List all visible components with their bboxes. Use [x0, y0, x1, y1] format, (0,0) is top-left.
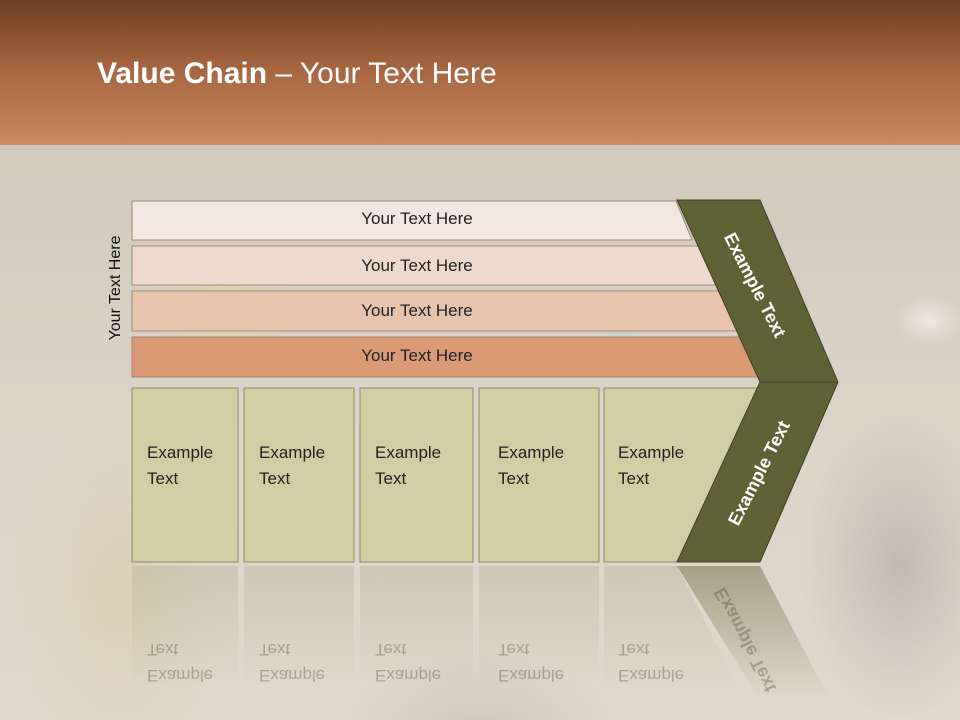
box-reflect-text-5: Example Text	[618, 636, 718, 688]
box-reflect-text-1-span: Example Text	[147, 640, 214, 685]
box-label-1: Example Text	[147, 440, 247, 492]
box-label-5: Example Text	[618, 440, 718, 492]
box-reflection-3	[360, 566, 473, 686]
box-reflection-1	[132, 566, 238, 686]
header-band	[0, 0, 960, 145]
row-label-4: Your Text Here	[361, 346, 473, 365]
box-reflect-text-4: Example Text	[498, 636, 598, 688]
box-reflection-2	[244, 566, 354, 686]
box-reflect-text-4-span: Example Text	[498, 640, 565, 685]
box-reflect-text-5-span: Example Text	[618, 640, 685, 685]
row-shape-1[interactable]	[131, 200, 693, 241]
box-reflect-text-1: Example Text	[147, 636, 247, 688]
slide-title[interactable]: Value Chain – Your Text Here	[97, 56, 497, 92]
title-bold: Value Chain	[97, 57, 268, 90]
box-reflections	[132, 566, 740, 690]
box-shape-3[interactable]	[359, 387, 474, 563]
box-reflect-text-3: Example Text	[375, 636, 475, 688]
box-label-2-text: Example Text	[259, 443, 326, 488]
box-reflect-text-3-span: Example Text	[375, 640, 442, 685]
box-label-4: Example Text	[498, 440, 598, 492]
box-label-1-text: Example Text	[147, 443, 214, 488]
box-label-5-text: Example Text	[618, 443, 685, 488]
row-label-3: Your Text Here	[361, 301, 473, 320]
row-label-1: Your Text Here	[361, 209, 473, 228]
chevron-reflection	[677, 566, 830, 700]
box-reflect-text-2: Example Text	[259, 636, 359, 688]
box-reflection-5	[604, 566, 740, 690]
box-label-3: Example Text	[375, 440, 475, 492]
box-reflection-4	[479, 566, 599, 686]
box-shape-4[interactable]	[478, 387, 600, 563]
box-label-4-text: Example Text	[498, 443, 565, 488]
box-shape-2[interactable]	[243, 387, 355, 563]
box-shape-1[interactable]	[131, 387, 239, 563]
box-reflect-text-2-span: Example Text	[259, 640, 326, 685]
row-label-2: Your Text Here	[361, 256, 473, 275]
box-label-3-text: Example Text	[375, 443, 442, 488]
box-label-2: Example Text	[259, 440, 359, 492]
title-rest: – Your Text Here	[267, 57, 497, 90]
